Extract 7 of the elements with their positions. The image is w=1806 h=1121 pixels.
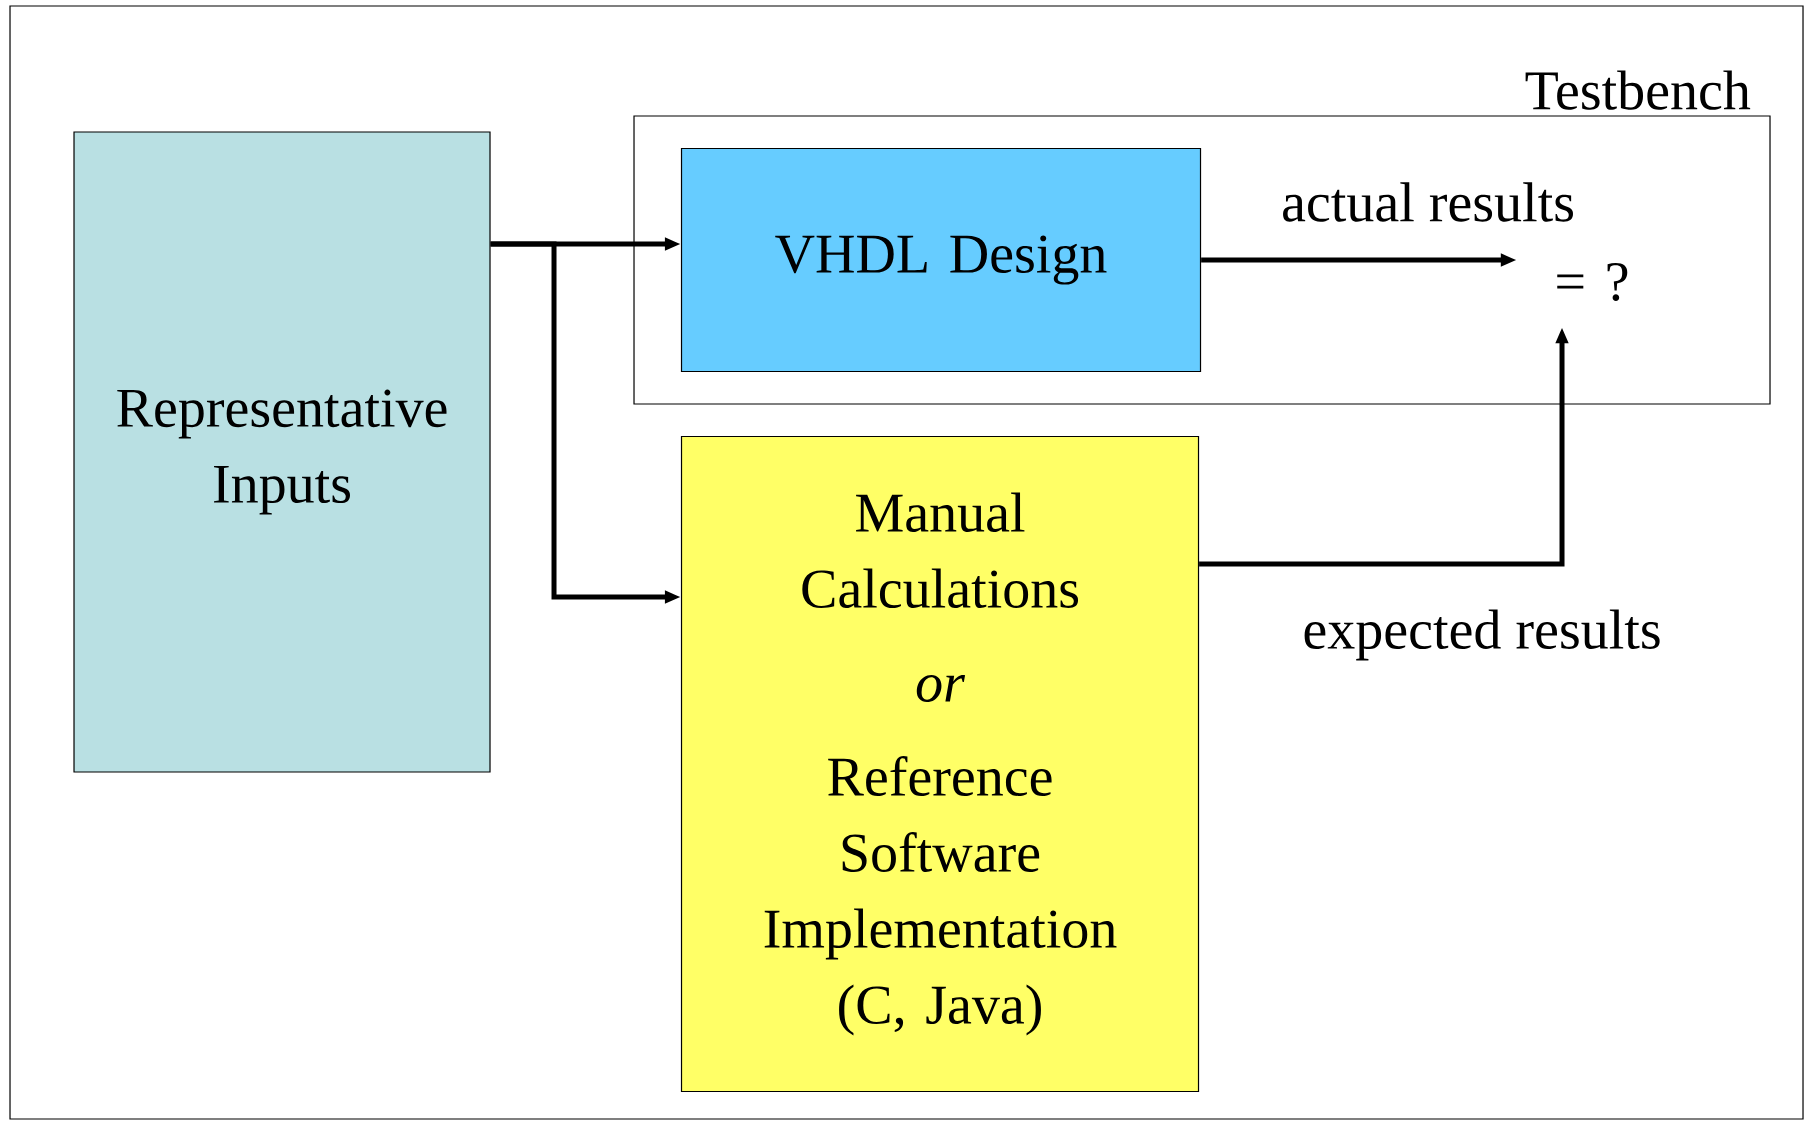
comparison-symbol: = ? <box>1557 263 1628 301</box>
reference-box: Manual Calculations or Reference Software Implementation (C, Java) <box>680 435 1200 1093</box>
design-box: VHDL Design <box>680 147 1202 373</box>
input-box: Representative Inputs <box>73 131 491 773</box>
node-label: Testbench <box>1525 70 1751 110</box>
edge-label: actual results <box>1279 180 1577 224</box>
edge-label: expected results <box>1300 607 1664 663</box>
